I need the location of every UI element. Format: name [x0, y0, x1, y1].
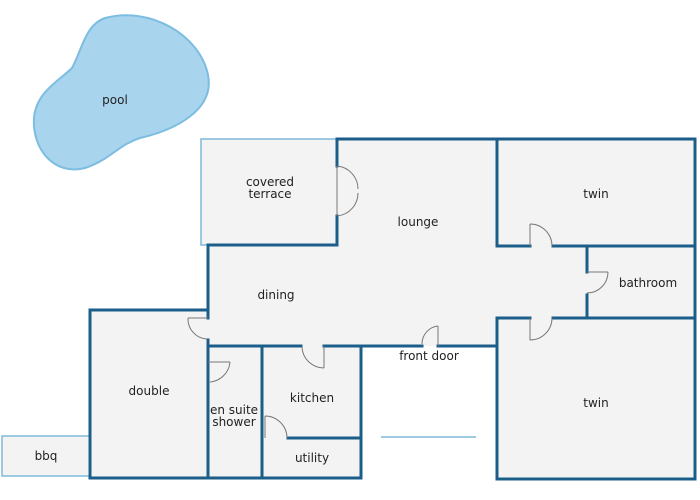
bbq-label: bbq	[35, 449, 58, 463]
terrace-door[interactable]	[336, 165, 359, 217]
pool-label: pool	[102, 93, 128, 107]
twin-top-door[interactable]	[529, 223, 553, 247]
bbq-floor	[2, 436, 88, 476]
bathroom-door[interactable]	[586, 271, 609, 294]
main-floor	[90, 139, 587, 477]
en-suite-shower-label: en suite	[210, 403, 258, 417]
ensuite-door[interactable]	[208, 361, 231, 383]
bbq-outline	[1, 435, 90, 477]
twin-bottom-door[interactable]	[529, 317, 553, 341]
bathroom-label: bathroom	[619, 276, 677, 290]
dining-label: dining	[257, 288, 294, 302]
walls	[88, 137, 697, 481]
pool-shape	[32, 14, 210, 171]
covered-terrace-label: covered	[246, 175, 294, 189]
twin-bottom-label: twin	[583, 396, 608, 410]
floor-areas	[2, 139, 695, 479]
covered-terrace-label: terrace	[248, 187, 291, 201]
double-door[interactable]	[187, 317, 208, 340]
doors	[187, 165, 609, 439]
terrace-floor	[201, 139, 337, 245]
terrace-outline	[200, 138, 337, 246]
twin-bottom-floor	[497, 318, 695, 479]
front-door[interactable]	[421, 325, 439, 346]
front-door-label: front door	[399, 349, 459, 363]
utility-label: utility	[295, 451, 329, 465]
twin-top-label: twin	[583, 187, 608, 201]
kitchen-label: kitchen	[290, 391, 334, 405]
utility-door[interactable]	[264, 415, 288, 439]
double-label: double	[129, 384, 170, 398]
en-suite-shower-label: shower	[212, 415, 255, 429]
room-labels: pool covered terrace lounge twin bathroo…	[35, 93, 678, 465]
light-walls	[1, 138, 476, 477]
lounge-label: lounge	[398, 215, 439, 229]
kitchen-door[interactable]	[301, 346, 325, 369]
